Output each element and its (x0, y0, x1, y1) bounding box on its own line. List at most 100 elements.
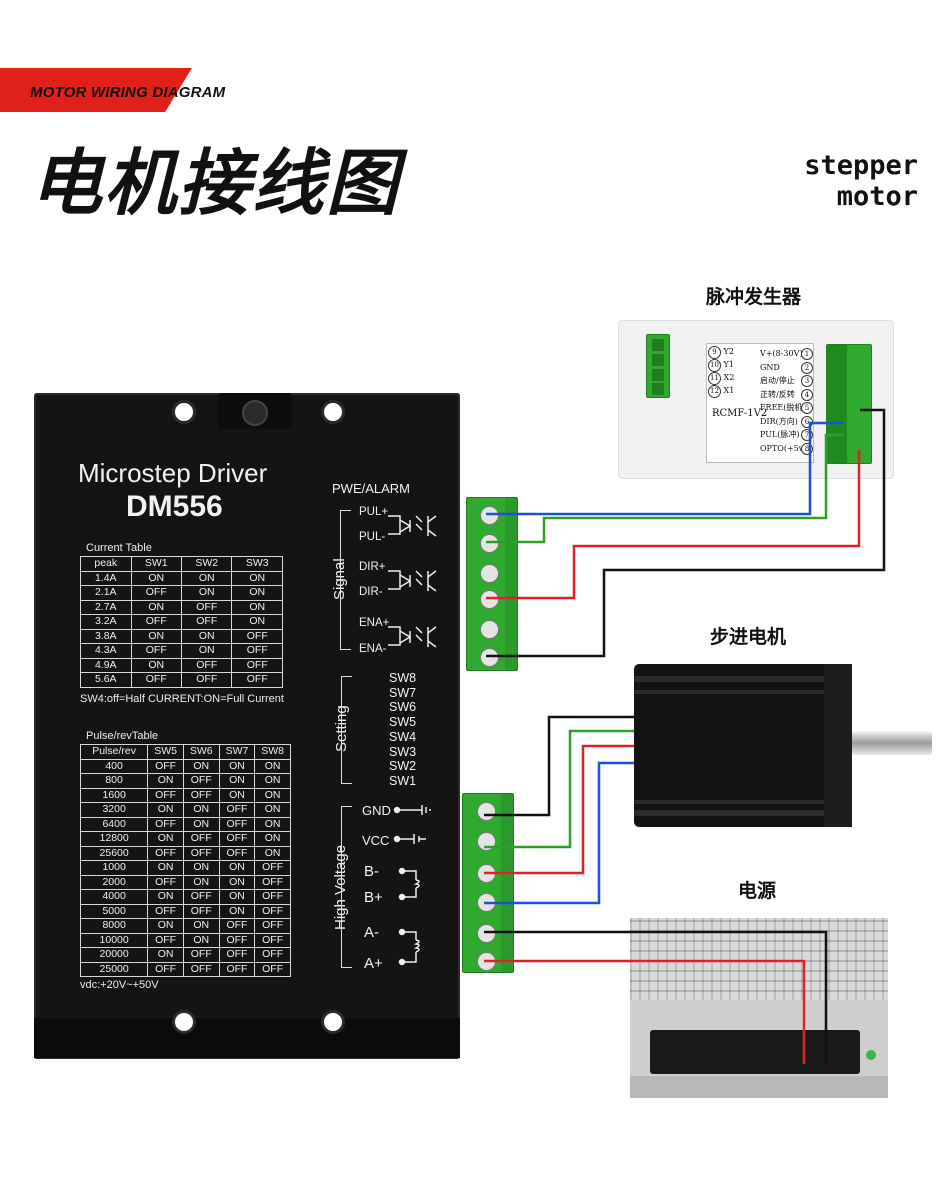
mount-hole (172, 1010, 196, 1034)
current-table-header-cell: SW3 (231, 556, 283, 572)
dip-switch-label: SW4 (389, 729, 417, 744)
current-table-cell: 4.9A (80, 657, 132, 673)
optocoupler-symbols (388, 515, 437, 648)
pulse-table-header-cell: Pulse/rev (79, 744, 149, 760)
pulse-table-cell: OFF (182, 845, 220, 861)
pin-a-minus: A- (364, 924, 379, 941)
wire-gnd-motor-black (484, 715, 634, 817)
power-terminal-block (462, 793, 514, 973)
wire-b-plus-motor-blue (484, 761, 634, 905)
pin-vcc: VCC (362, 833, 390, 848)
driver-title: Microstep Driver (78, 458, 268, 488)
wire-dir-minus (486, 450, 861, 600)
wire-pul-minus (486, 433, 843, 544)
pulse-table-cell: OFF (182, 787, 220, 803)
pulse-table-header-cell: SW6 (182, 744, 220, 760)
banner-text: MOTOR WIRING DIAGRAM (30, 84, 226, 101)
pulse-table-cell: OFF (147, 961, 184, 977)
ground-screw (242, 400, 268, 426)
pulse-table-header-cell: SW5 (147, 744, 184, 760)
pulse-table-cell: OFF (218, 816, 256, 832)
current-table-cell: OFF (231, 672, 283, 688)
pulse-table-cell: ON (182, 932, 220, 948)
header-banner (0, 68, 192, 112)
pwe-alarm-label: PWE/ALARM (332, 481, 411, 496)
pulse-table-cell: OFF (218, 802, 256, 818)
mount-hole (172, 400, 196, 424)
pulse-generator-label: 脉冲发生器 (706, 286, 802, 308)
pulse-generator-left-pin: 11 X2 (708, 371, 734, 385)
pulse-table-cell: OFF (182, 947, 220, 963)
pulse-table-cell: 6400 (79, 816, 149, 832)
page-title: 电机接线图 (30, 141, 401, 225)
dip-switch-label: SW5 (389, 715, 417, 730)
current-table-cell: 2.1A (80, 585, 132, 601)
pulse-table-cell: 25600 (79, 845, 149, 861)
pulse-table-cell: OFF (218, 932, 256, 948)
current-table-cell: ON (180, 643, 233, 659)
pulse-table-cell: OFF (254, 903, 291, 919)
pulse-table-cell: OFF (218, 961, 256, 977)
wire-a-plus-psu (484, 959, 806, 1064)
current-table-header-cell: peak (80, 556, 132, 572)
mount-hole (321, 1010, 345, 1034)
dip-switch-label: SW2 (389, 759, 417, 774)
pulse-table-cell: ON (147, 802, 184, 818)
pin-pul-minus: PUL- (359, 531, 386, 543)
stepper-motor (634, 664, 852, 827)
pin-ena-minus: ENA- (359, 643, 387, 655)
pin-a-plus: A+ (364, 955, 383, 972)
pulse-generator-model: RCMF-1V2 (712, 408, 768, 419)
subtitle-line-1: stepper (804, 150, 918, 181)
pulse-table-cell: OFF (218, 845, 256, 861)
power-supply-label: 电源 (738, 880, 777, 902)
current-table-cell: ON (231, 570, 283, 586)
pin-gnd: GND (362, 803, 391, 818)
dip-switch-label: SW7 (389, 685, 417, 700)
current-table-cell: 3.8A (80, 628, 132, 644)
pulse-generator-left-pin: 9 Y2 (708, 345, 734, 359)
pulse-table-cell: ON (147, 889, 184, 905)
current-table-cell: OFF (180, 657, 233, 673)
pulse-table-cell: 5000 (79, 903, 149, 919)
current-table-cell: 1.4A (80, 570, 132, 586)
current-table-cell: OFF (231, 628, 283, 644)
pulse-table-cell: OFF (182, 961, 220, 977)
pulse-table-cell: 2000 (79, 874, 149, 890)
stepper-motor-label: 步进电机 (710, 626, 787, 648)
dip-switch-label: SW8 (389, 671, 417, 685)
pulse-table-cell: OFF (147, 816, 184, 832)
pin-dir-minus: DIR- (359, 586, 383, 598)
pin-b-plus: B+ (364, 889, 383, 906)
pin-ena-plus: ENA+ (359, 617, 390, 629)
pulse-table-cell: OFF (254, 874, 291, 890)
wire-a-minus-psu (484, 930, 828, 1064)
current-table-cell: OFF (180, 672, 233, 688)
dip-switch-label: SW3 (389, 744, 417, 759)
current-table-header-cell: SW1 (130, 556, 183, 572)
current-table-cell: OFF (180, 599, 233, 615)
driver-model: DM556 (126, 490, 223, 523)
subtitle: stepper motor (804, 150, 918, 212)
pulse-generator-left-terminal (646, 334, 670, 398)
wire-pul-plus (486, 421, 843, 516)
